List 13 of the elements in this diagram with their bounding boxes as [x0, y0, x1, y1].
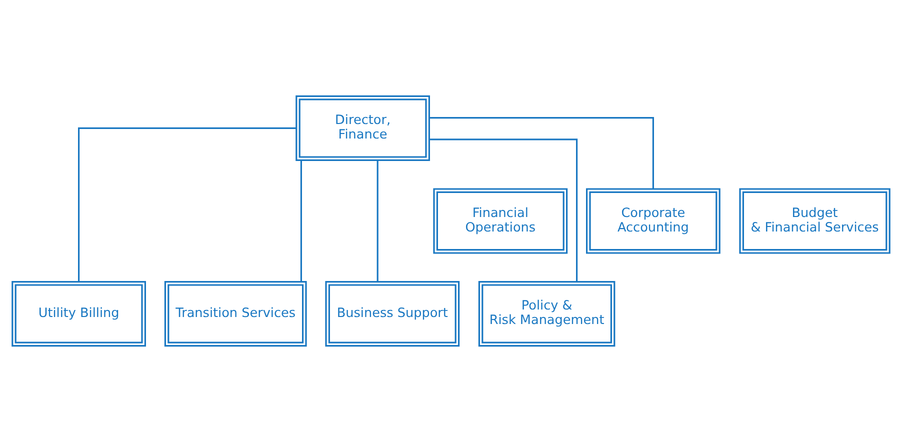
node-box: Utility Billing	[12, 281, 146, 347]
connector	[429, 117, 654, 189]
node-box: Budget & Financial Services	[739, 188, 890, 254]
connector	[376, 160, 378, 282]
node-box: Policy & Risk Management	[478, 281, 616, 347]
node-box: Financial Operations	[433, 188, 568, 254]
node-box: Corporate Accounting	[586, 188, 720, 254]
node-box: Business Support	[325, 281, 460, 347]
connector	[78, 127, 296, 282]
node-box: Director, Finance	[296, 95, 430, 161]
connector	[300, 160, 302, 282]
connector	[429, 138, 578, 282]
node-box: Transition Services	[164, 281, 307, 347]
